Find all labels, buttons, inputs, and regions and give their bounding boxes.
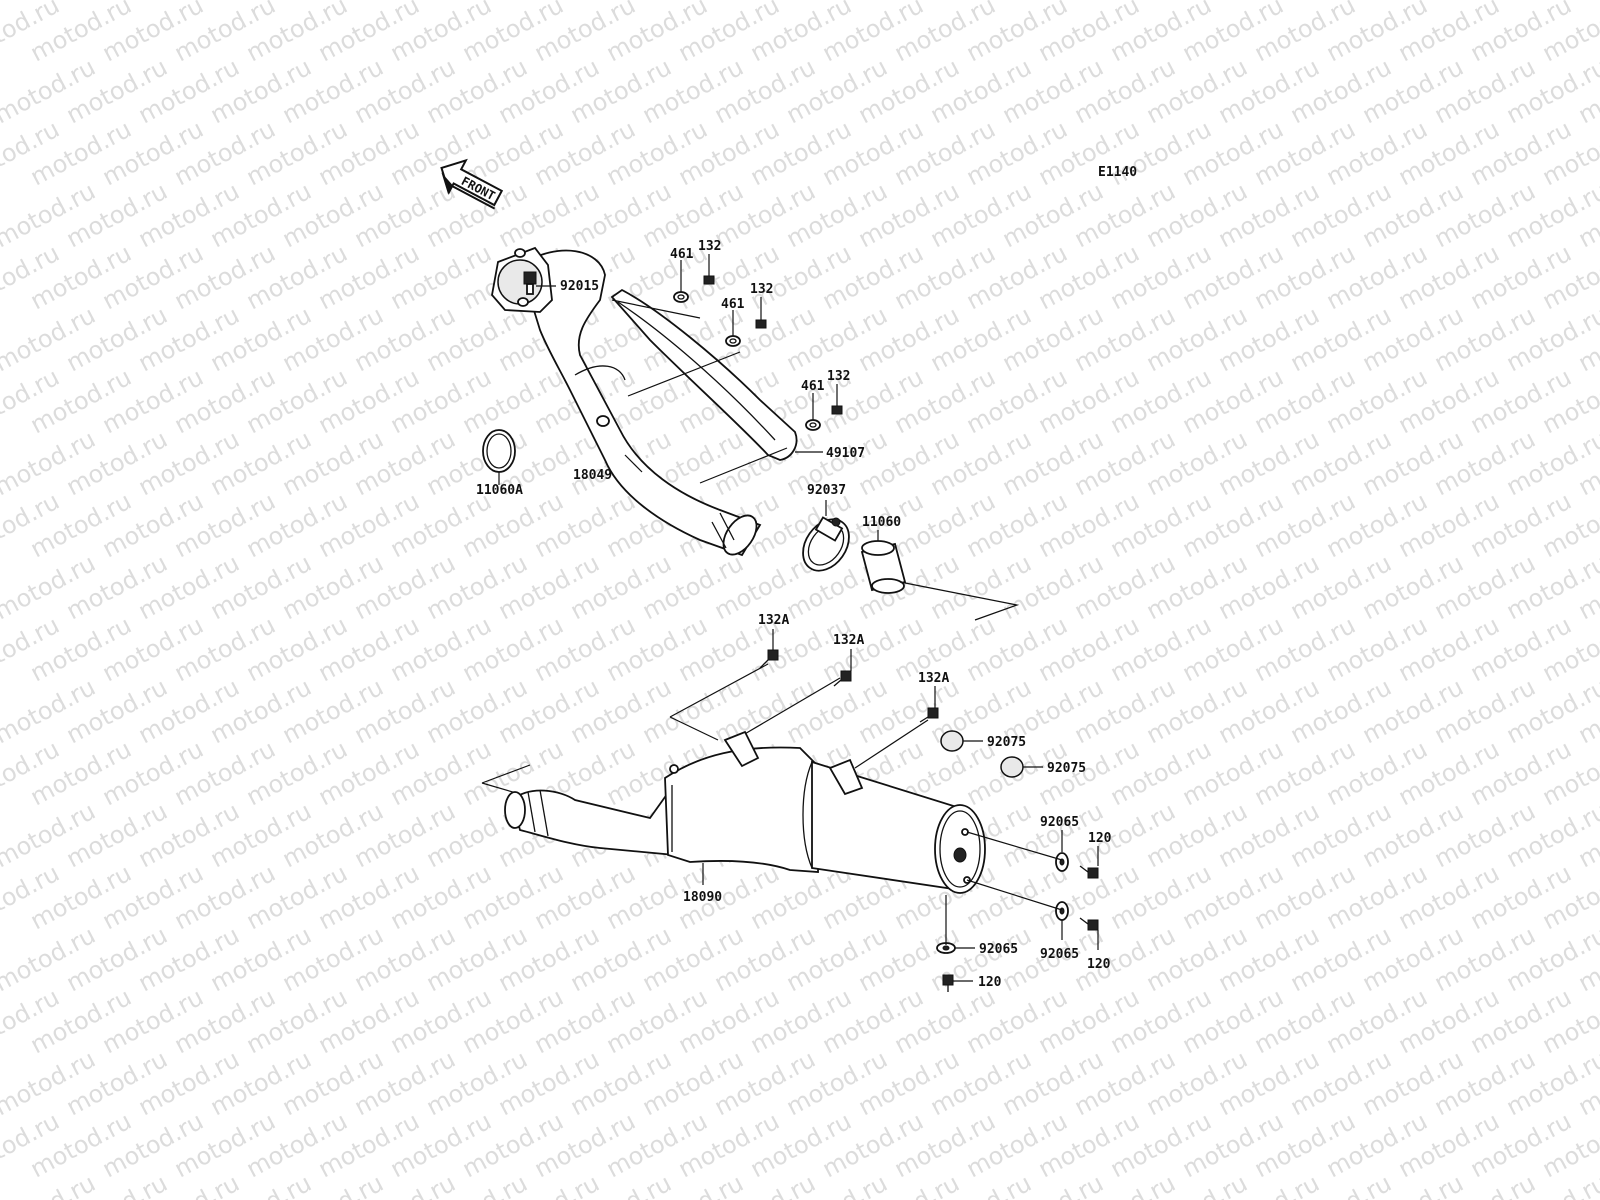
callout-11060A: 11060A (476, 483, 523, 498)
callout-92037: 92037 (807, 483, 846, 498)
header-pipe (491, 246, 762, 557)
callout-120-a: 120 (1088, 831, 1112, 846)
callout-120-c: 120 (978, 975, 1002, 990)
callout-461-a: 461 (670, 247, 694, 262)
callout-132-a: 132 (698, 239, 721, 254)
diagram-code: E1140 (1098, 165, 1137, 180)
bolt-120-c (942, 974, 954, 992)
bolt-132A-b (833, 670, 852, 687)
heat-guard (610, 288, 798, 461)
callout-11060: 11060 (862, 515, 901, 530)
washer-92065-b (1055, 901, 1069, 921)
callout-132A-c: 132A (918, 671, 949, 686)
callout-92075-b: 92075 (1047, 761, 1086, 776)
clamp-92037 (802, 516, 850, 572)
callout-92065-c: 92065 (1040, 947, 1079, 962)
grommet-92075-b (1000, 756, 1024, 778)
callout-92075-a: 92075 (987, 735, 1026, 750)
callout-132A-b: 132A (833, 633, 864, 648)
muffler (504, 730, 986, 894)
callout-132A-a: 132A (758, 613, 789, 628)
callout-461-b: 461 (721, 297, 745, 312)
bolt-92015 (523, 271, 537, 295)
callout-18090: 18090 (683, 890, 722, 905)
watermark-text: motod.ru (1574, 0, 1600, 5)
washer-92065-a (1055, 852, 1069, 872)
gasket-11060A (482, 429, 516, 473)
bolt-120-b (1079, 917, 1099, 931)
collar-461-a (673, 291, 689, 303)
collar-461-c (805, 419, 821, 431)
gasket-11060 (860, 540, 907, 594)
callout-49107: 49107 (826, 446, 865, 461)
bolt-132-c (831, 405, 843, 415)
callout-461-c: 461 (801, 379, 825, 394)
bolt-132-a (703, 275, 715, 285)
callout-18049: 18049 (573, 468, 612, 483)
bolt-132-b (755, 319, 767, 329)
collar-461-b (725, 335, 741, 347)
callout-92065-b: 92065 (979, 942, 1018, 957)
callout-132-c: 132 (827, 369, 850, 384)
callout-92065-a: 92065 (1040, 815, 1079, 830)
bolt-132A-c (919, 707, 939, 723)
bolt-120-a (1079, 865, 1099, 879)
callout-132-b: 132 (750, 282, 773, 297)
grommet-92075-a (940, 730, 964, 752)
callout-120-b: 120 (1087, 957, 1111, 972)
callout-92015: 92015 (560, 279, 599, 294)
